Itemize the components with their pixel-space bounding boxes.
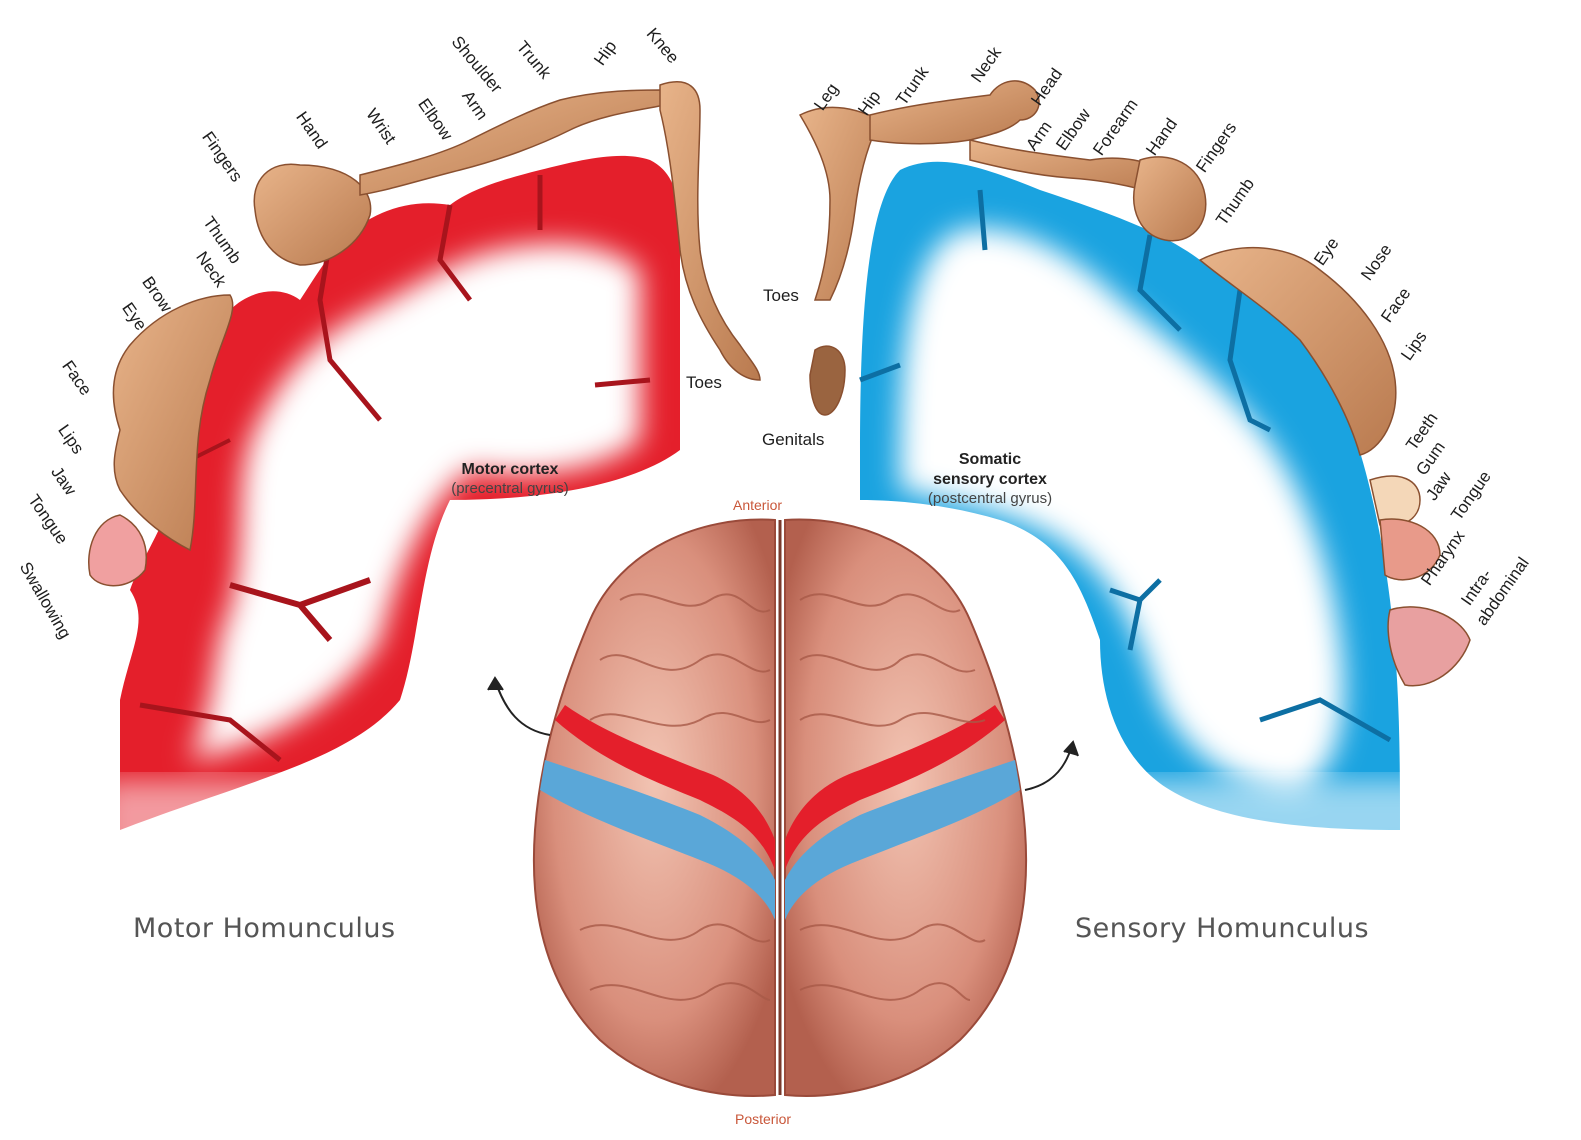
- label-toes-sensory: Toes: [763, 287, 799, 304]
- arrow-to-motor: [488, 678, 550, 735]
- motor-cortex-name: Motor cortex: [420, 460, 600, 480]
- brain-top-view: [534, 520, 1026, 1096]
- sensory-cortex-name-2: sensory cortex: [895, 470, 1085, 490]
- motor-cortex-sub: (precentral gyrus): [420, 480, 600, 499]
- posterior-label: Posterior: [735, 1111, 791, 1127]
- motor-cortex-label: Motor cortex (precentral gyrus): [420, 460, 600, 499]
- label-genitals: Genitals: [762, 431, 824, 448]
- sensory-cortex-sub: (postcentral gyrus): [895, 490, 1085, 509]
- motor-homunculus-title: Motor Homunculus: [133, 913, 396, 944]
- sensory-homunculus-title: Sensory Homunculus: [1075, 913, 1369, 944]
- sensory-cortex-name-1: Somatic: [895, 450, 1085, 470]
- anterior-label: Anterior: [733, 497, 782, 513]
- label-toes-motor: Toes: [686, 374, 722, 391]
- sensory-cortex-label: Somatic sensory cortex (postcentral gyru…: [895, 450, 1085, 509]
